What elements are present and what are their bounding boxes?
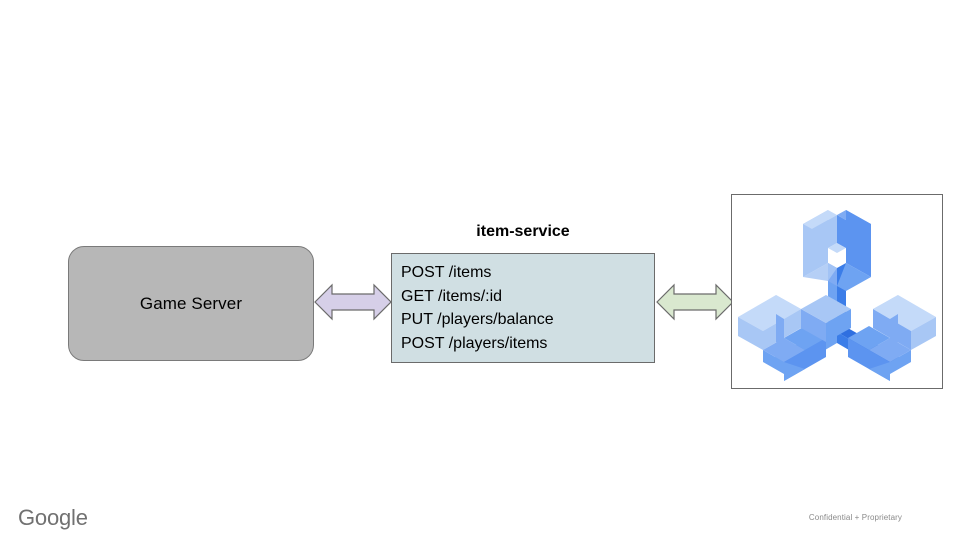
endpoint-row: PUT /players/balance [401,311,554,328]
confidential-proprietary-note: Confidential + Proprietary [808,513,902,522]
game-server-label: Game Server [139,293,243,313]
connector-service-to-database[interactable] [656,279,734,325]
endpoint-row: POST /players/items [401,334,548,352]
item-service-title: item-service [476,223,570,240]
game-server-node[interactable]: Game Server [68,246,314,361]
database-logo-frame[interactable] [731,194,943,389]
item-service-node[interactable]: POST /items GET /items/:id PUT /players/… [391,253,655,363]
endpoint-row: GET /items/:id [401,287,503,305]
connector-game-to-service[interactable] [314,279,392,325]
double-arrow-horizontal-icon [656,279,734,325]
double-arrow-horizontal-icon [314,279,392,325]
google-wordmark: Google [18,505,88,530]
endpoint-row: POST /items [401,264,492,281]
